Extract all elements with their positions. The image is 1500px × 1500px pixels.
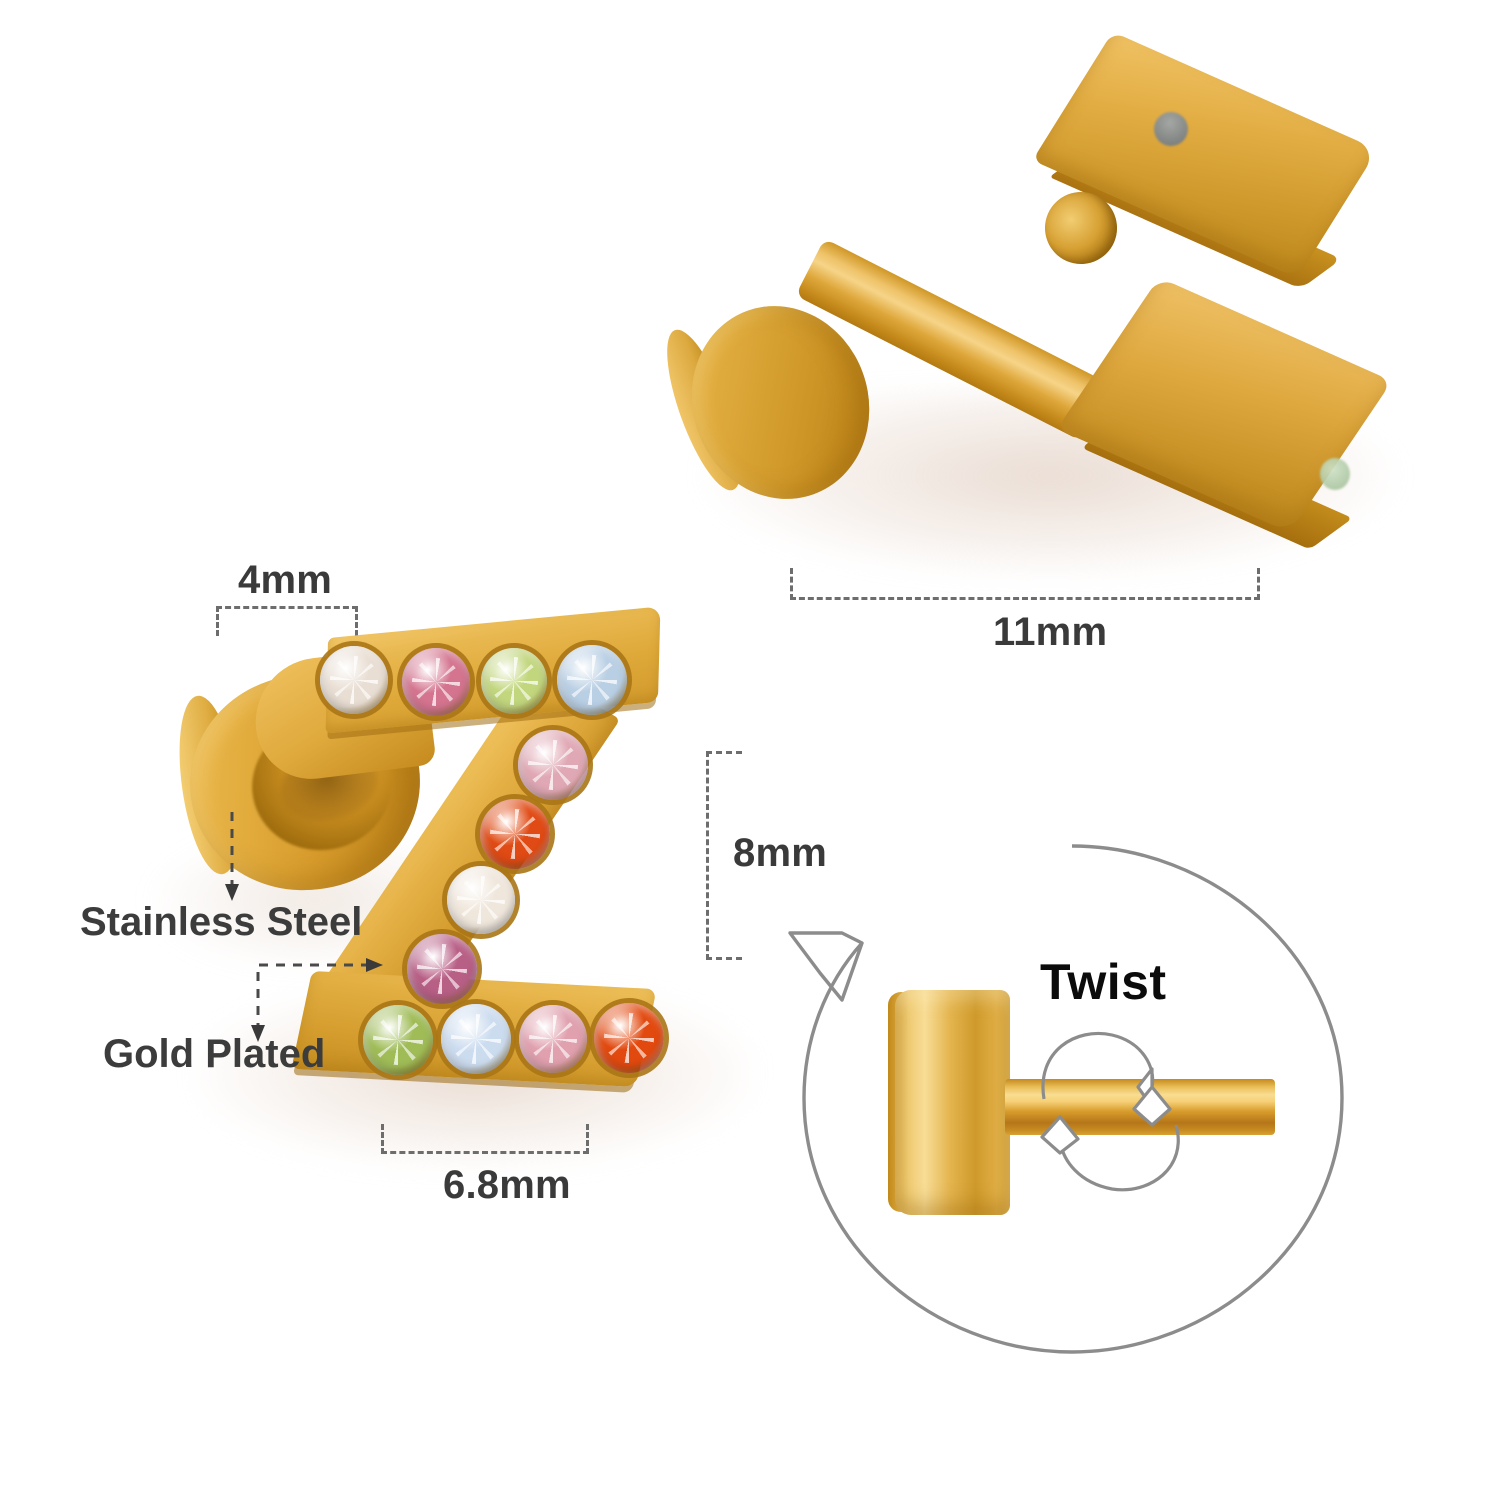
side-gem-bottom xyxy=(1320,458,1350,490)
gem-bottom-2 xyxy=(441,1004,511,1074)
gem-top-2 xyxy=(402,648,470,716)
callout-gold-plated: Gold Plated xyxy=(103,1032,326,1076)
side-letter-bottom-face xyxy=(1056,277,1393,533)
dimension-disc-width-label: 4mm xyxy=(238,558,332,602)
dimension-height-bracket xyxy=(706,751,742,960)
gem-diagonal-3 xyxy=(447,866,515,934)
callout-stainless-steel: Stainless Steel xyxy=(80,900,363,944)
gem-bottom-4 xyxy=(594,1003,664,1073)
twist-label: Twist xyxy=(1040,954,1167,1010)
dimension-height-label: 8mm xyxy=(733,831,827,875)
dimension-width-label: 6.8mm xyxy=(443,1163,571,1207)
twist-flat-back-disc xyxy=(895,990,1010,1215)
gem-top-1 xyxy=(320,646,388,714)
dimension-length-bracket xyxy=(790,568,1260,600)
gem-diagonal-4 xyxy=(407,934,477,1004)
dimension-length-label: 11mm xyxy=(993,610,1108,654)
earring-side-view xyxy=(652,31,1393,590)
gem-top-4 xyxy=(557,645,627,715)
rotation-arrows-icon xyxy=(1040,1032,1180,1192)
gem-bottom-3 xyxy=(519,1005,587,1073)
dimension-width-bracket xyxy=(381,1124,589,1154)
gem-diagonal-2 xyxy=(480,799,550,869)
gem-diagonal-1 xyxy=(518,730,588,800)
gem-bottom-1 xyxy=(363,1005,433,1075)
twist-instruction-callout: Twist xyxy=(788,840,1360,1360)
gem-top-3 xyxy=(481,648,547,714)
